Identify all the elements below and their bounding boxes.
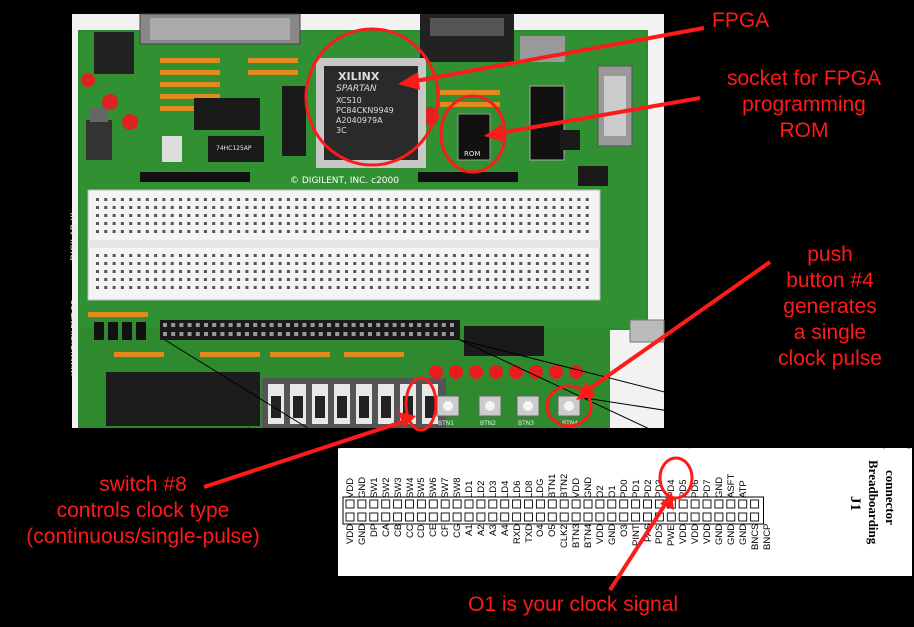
connector-pin-bottom: VDD — [678, 524, 690, 545]
connector-pin-bottom: GND — [737, 524, 749, 546]
connector-pin-bottom: CB — [392, 524, 404, 538]
connector-subtitle: Breadboarding — [866, 460, 881, 545]
connector-pin-bottom: CE — [428, 524, 440, 538]
connector-pin-bottom: RXD — [511, 524, 523, 545]
connector-pin-top: LD3 — [487, 480, 499, 498]
connector-pin-top: LD2 — [475, 480, 487, 498]
connector-pin-top: LD6 — [511, 480, 523, 498]
btn4-label: BTN4 — [562, 420, 579, 427]
chip-grade: 3C — [336, 126, 347, 135]
connector-pin-bottom: O3 — [618, 524, 630, 537]
connector-pin-bottom: A4 — [499, 524, 511, 536]
connector-pin-top: SW8 — [452, 477, 464, 498]
connector-pin-top: LD8 — [523, 480, 535, 498]
connector-pin-top: PD1 — [630, 479, 642, 498]
connector-pin-bottom: O4 — [535, 524, 547, 537]
connector-pin-top: O1 — [606, 485, 618, 498]
chip-family: SPARTAN — [336, 84, 377, 94]
connector-pin-bottom: CD — [416, 524, 428, 538]
connector-pin-bottom: PINT — [630, 524, 642, 546]
connector-pin-bottom: PWE — [666, 524, 678, 546]
connector-pin-bottom: DP — [368, 524, 380, 538]
btn2-label: BTN2 — [480, 420, 497, 427]
connector-pin-bottom: VDD — [690, 524, 702, 545]
connector-pin-bottom: PAS — [642, 524, 654, 543]
connector-pin-bottom: BTN4 — [583, 524, 594, 549]
connector-pin-bottom: CF — [440, 524, 452, 537]
chip-package: PC84CKN9949 — [336, 106, 394, 115]
connector-pin-bottom: PDS — [654, 524, 666, 544]
connector-pin-top: PD6 — [690, 479, 702, 498]
connector-pin-top: GND — [356, 476, 368, 498]
connector-pin-top: GND — [583, 476, 594, 498]
connector-pin-top: BTN1 — [547, 473, 559, 498]
connector-pin-top: O2 — [594, 485, 606, 498]
chip-lot: A2040979A — [336, 116, 383, 125]
connector-pin-bottom: GND — [713, 524, 725, 546]
connector-pin-top: BTN2 — [559, 473, 571, 498]
connector-pin-top: PD3 — [654, 479, 666, 498]
connector-pin-bottom: BNCP — [761, 524, 773, 551]
connector-pin-top: PD0 — [618, 479, 630, 498]
connector-pin-top: ATP — [737, 480, 749, 498]
connector-pin-bottom: CC — [404, 524, 416, 538]
connector-pin-bottom: GND — [356, 524, 368, 546]
connector-pin-top: GND — [713, 476, 725, 498]
connector-pin-top: ASFT — [725, 473, 737, 498]
maker-silkscreen: © DIGILENT, INC. c2000 — [290, 176, 399, 186]
connector-pin-top: SW5 — [416, 477, 428, 498]
connector-pin-top: PD4 — [666, 479, 678, 498]
btn1-label: BTN1 — [438, 420, 455, 427]
connector-pin-bottom: CG — [452, 524, 464, 539]
connector-pin-bottom: A1 — [464, 524, 475, 536]
connector-pin-top: PD5 — [678, 479, 690, 498]
connector-title: J1 — [847, 496, 863, 511]
connector-pin-bottom: TXD — [523, 524, 535, 543]
connector-pin-top: SW2 — [380, 477, 392, 498]
connector-pin-bottom: A3 — [487, 524, 499, 536]
connector-pin-bottom: GND — [725, 524, 737, 546]
small-chip-label: 74HC125AP — [216, 145, 252, 152]
connector-pin-bottom: O5 — [547, 524, 559, 537]
connector-pin-bottom: VDD — [594, 524, 606, 545]
connector-pin-top: SW6 — [428, 477, 440, 498]
connector-pin-bottom: CLK2 — [559, 524, 571, 548]
connector-pin-top: SW4 — [404, 477, 416, 498]
connector-pin-top: LD4 — [499, 480, 511, 498]
socket-label: socket for FPGA programming ROM — [726, 67, 882, 142]
side-name: DIGILAB XL — [70, 210, 80, 261]
connector-pin-top: SW7 — [440, 477, 452, 498]
chip-part: XCS10 — [336, 96, 362, 105]
connector-pin-top: PD2 — [642, 479, 654, 498]
connector-pin-bottom: GND — [606, 524, 618, 546]
connector-pin-top: SW1 — [368, 477, 380, 498]
btn3-label: BTN3 — [518, 420, 535, 427]
connector-pin-bottom: BTN3 — [571, 524, 583, 549]
o1-label: O1 is your clock signal — [468, 593, 679, 616]
connector-pin-bottom: CA — [380, 524, 392, 538]
connector-pin-top: LDG — [535, 478, 547, 498]
side-url: WWW.DIGILENT.CC — [70, 300, 79, 376]
rom-label: ROM — [464, 150, 481, 158]
connector-pin-bottom: A2 — [475, 524, 487, 536]
connector-pin-bottom: BNCS — [749, 524, 761, 551]
connector-pin-top: VDD — [345, 477, 356, 498]
pushbutton-label: push button #4 generates a single clock … — [778, 243, 882, 370]
connector-pin-top: PD7 — [702, 479, 713, 498]
connector-subtitle-2: connector — [883, 470, 898, 525]
connector-pin-top: LD1 — [464, 480, 475, 498]
chip-brand: XILINX — [338, 70, 380, 83]
connector-pin-top: VDD — [571, 477, 583, 498]
connector-pin-bottom: VDD — [702, 524, 713, 545]
connector-pin-top: SW3 — [392, 477, 404, 498]
connector-pin-bottom: VDD — [345, 524, 356, 545]
switch-label: switch #8 controls clock type (continuou… — [26, 473, 260, 548]
fpga-label: FPGA — [712, 9, 770, 32]
